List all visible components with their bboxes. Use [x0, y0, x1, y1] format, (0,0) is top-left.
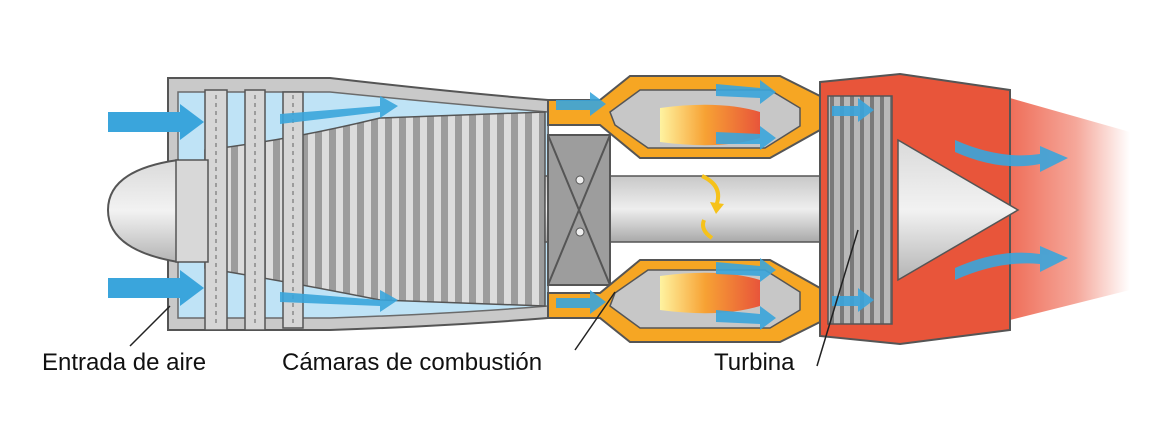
label-air-intake: Entrada de aire: [42, 349, 206, 376]
exhaust-cone: [897, 138, 1020, 282]
turbine-blades: [827, 95, 893, 325]
shaft-bolt-upper: [575, 175, 585, 185]
flame-lower: [660, 272, 760, 314]
nose-cone: [106, 158, 179, 264]
leader-line-combustion: [574, 291, 616, 351]
fan-stages: [204, 89, 304, 331]
spinner-hub: [175, 159, 209, 263]
rotation-arrow: [701, 174, 724, 240]
intake-arrow-lower: [108, 270, 204, 306]
intake-arrow-upper: [108, 104, 204, 140]
shaft-bolt-lower: [575, 227, 585, 237]
flow-arrows: [280, 80, 1068, 330]
bearing-housing: [547, 134, 611, 286]
leader-line-turbine: [816, 229, 859, 367]
label-turbine: Turbina: [714, 349, 795, 376]
exhaust-plume: [1010, 98, 1130, 320]
label-combustion-chambers: Cámaras de combustión: [282, 349, 542, 376]
leader-line-intake: [129, 305, 171, 347]
